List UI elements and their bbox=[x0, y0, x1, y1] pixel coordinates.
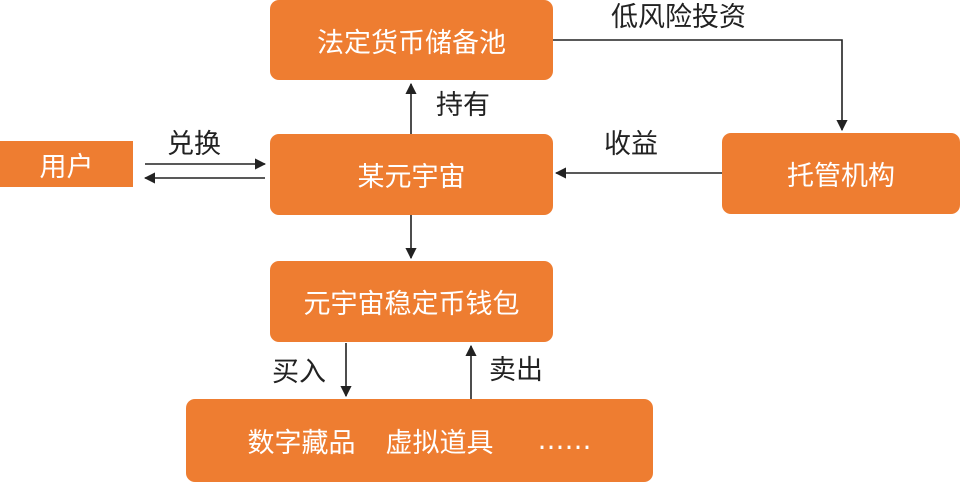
assets-box: 数字藏品 虚拟道具 …… bbox=[186, 399, 653, 482]
edge-label-exchange: 兑换 bbox=[167, 129, 221, 160]
edge-label-buy: 买入 bbox=[272, 357, 326, 388]
edge-label-hold: 持有 bbox=[436, 90, 490, 121]
asset-item-virtual-props: 虚拟道具 bbox=[385, 428, 494, 459]
edge-label-low-risk-invest: 低风险投资 bbox=[611, 2, 746, 33]
metaverse-box: 某元宇宙 bbox=[270, 134, 553, 215]
metaverse-label: 某元宇宙 bbox=[357, 162, 466, 193]
edge-label-revenue: 收益 bbox=[604, 129, 658, 160]
edge-label-sell: 卖出 bbox=[489, 355, 543, 386]
wallet-label: 元宇宙稳定币钱包 bbox=[303, 289, 520, 320]
user-label: 用户 bbox=[39, 151, 94, 183]
reserve-pool-box: 法定货币储备池 bbox=[270, 0, 553, 80]
reserve-pool-label: 法定货币储备池 bbox=[317, 27, 506, 59]
custodian-label: 托管机构 bbox=[787, 161, 895, 192]
wallet-box: 元宇宙稳定币钱包 bbox=[270, 261, 553, 342]
asset-item-ellipsis: …… bbox=[537, 425, 592, 456]
arrow-invest bbox=[553, 39, 848, 132]
asset-item-digital-collectibles: 数字藏品 bbox=[247, 428, 356, 459]
user-box: 用户 bbox=[0, 141, 133, 187]
custodian-box: 托管机构 bbox=[722, 133, 960, 214]
